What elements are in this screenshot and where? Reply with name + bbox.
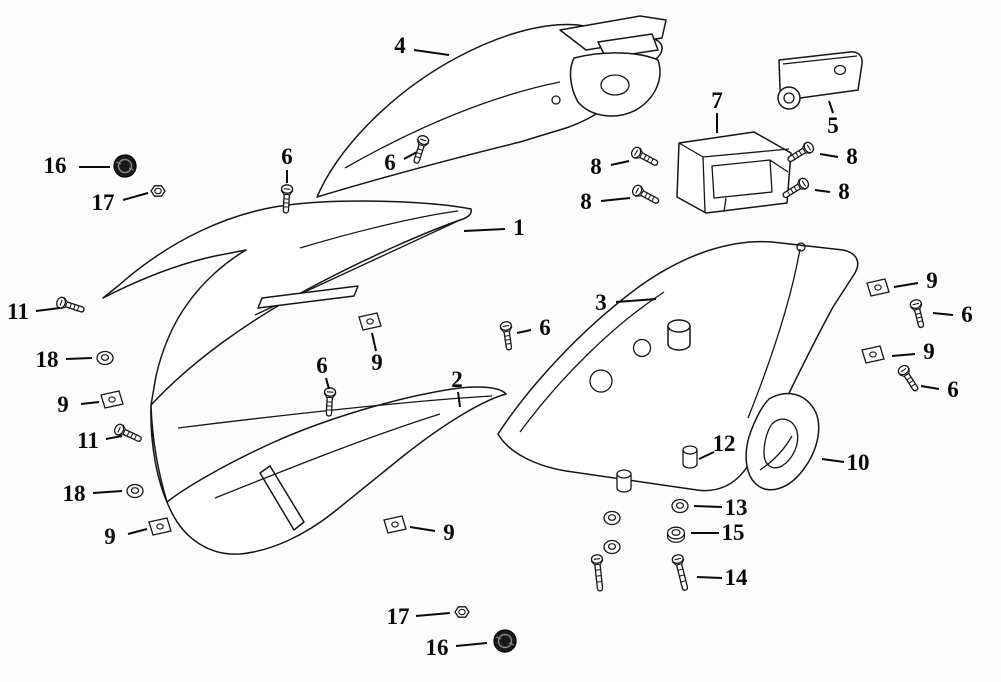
cylinder-part [616, 469, 632, 493]
leader-line-6 [403, 151, 418, 160]
leader-line-8 [819, 153, 839, 158]
washer-part [126, 483, 144, 499]
washer-part [671, 498, 689, 514]
leader-line-9 [371, 332, 377, 352]
leader-line-9 [127, 528, 148, 535]
panel-bracket-5 [777, 51, 863, 110]
leader-line-9 [80, 401, 100, 405]
leader-line-2 [457, 391, 461, 408]
leader-line-8 [610, 160, 630, 166]
leader-lines [35, 49, 954, 647]
bolt-long-part [670, 552, 692, 593]
panel-pocket-cover-10 [745, 392, 820, 491]
leader-line-1 [463, 228, 506, 232]
pad-part [358, 312, 382, 331]
leader-line-11 [105, 435, 123, 440]
pad-part [148, 517, 172, 536]
leader-line-12 [698, 451, 715, 460]
leader-line-16 [455, 642, 488, 647]
leader-line-9 [891, 353, 916, 357]
pad-part [100, 390, 124, 409]
leader-line-13 [693, 505, 723, 508]
bolt-part [629, 145, 661, 170]
leader-line-6 [325, 377, 330, 390]
locknut-part [666, 526, 686, 543]
washer-part [96, 350, 114, 366]
leader-line-9 [409, 526, 436, 532]
pad-part [383, 515, 407, 534]
panel-left-lower-cover-2 [150, 386, 507, 555]
bolt-part [112, 422, 144, 446]
leader-line-3 [615, 298, 657, 303]
cap-part [113, 154, 137, 178]
leader-line-17 [415, 612, 451, 617]
cap-part [493, 629, 517, 653]
bolt-part [895, 362, 922, 394]
nut-part [150, 185, 166, 197]
pad-part [866, 278, 890, 297]
nut-part [454, 606, 470, 618]
pad-part [861, 345, 885, 364]
panel-inner-box-7 [676, 131, 792, 214]
leader-line-18 [92, 490, 123, 494]
leader-line-8 [814, 189, 831, 193]
washer-part [603, 539, 621, 555]
cylinder-part [682, 445, 698, 469]
panel-left-upper-cover-1 [102, 200, 472, 406]
leader-line-11 [35, 307, 61, 312]
leader-line-9 [893, 282, 919, 288]
leader-line-5 [828, 100, 834, 114]
leader-line-6 [932, 312, 954, 316]
leader-line-17 [122, 192, 149, 201]
leader-line-6 [516, 329, 532, 334]
leader-line-6 [920, 385, 940, 390]
bolt-part [54, 295, 87, 316]
leader-line-4 [413, 49, 450, 56]
washer-part [603, 510, 621, 526]
leader-line-18 [65, 357, 93, 360]
leader-line-14 [696, 576, 723, 579]
panel-top-fairing-4 [316, 15, 667, 198]
leader-line-8 [600, 197, 631, 202]
bolt-part [322, 386, 337, 417]
bolt-part [499, 320, 516, 352]
bolt-long-part [590, 553, 607, 593]
bolt-part [630, 183, 662, 208]
bolt-part [908, 297, 928, 330]
leader-line-10 [821, 458, 845, 463]
